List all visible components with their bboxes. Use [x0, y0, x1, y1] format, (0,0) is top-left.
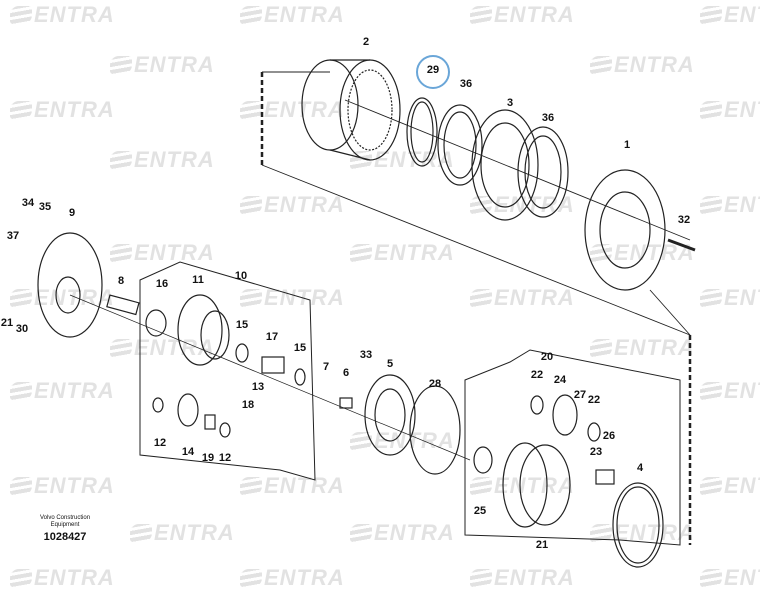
part-callout: 6	[342, 367, 350, 379]
part-8-shaft	[106, 294, 140, 316]
part-callout: 20	[540, 351, 554, 363]
watermark: ENTRA	[110, 147, 215, 173]
watermark: ENTRA	[700, 97, 760, 123]
watermark: ENTRA	[10, 378, 115, 404]
caption: Volvo Construction Equipment 1028427	[40, 515, 90, 543]
watermark: ENTRA	[350, 240, 455, 266]
watermark: ENTRA	[10, 97, 115, 123]
watermark: ENTRA	[350, 520, 455, 546]
watermark: ENTRA	[590, 52, 695, 78]
subassembly-20-box	[464, 349, 681, 546]
part-callout: 14	[181, 446, 195, 458]
part-callout: 32	[677, 214, 691, 226]
watermark: ENTRA	[10, 565, 115, 591]
watermark: ENTRA	[470, 2, 575, 28]
caption-line1: Volvo Construction	[40, 515, 91, 521]
watermark: ENTRA	[10, 2, 115, 28]
part-callout: 2	[362, 36, 370, 48]
watermark: ENTRA	[700, 285, 760, 311]
part-callout: 29	[426, 64, 440, 76]
part-callout: 15	[235, 319, 249, 331]
part-callout: 36	[541, 112, 555, 124]
watermark: ENTRA	[240, 97, 345, 123]
watermark: ENTRA	[240, 2, 345, 28]
watermark: ENTRA	[700, 473, 760, 499]
part-callout: 22	[530, 369, 544, 381]
watermark: ENTRA	[700, 565, 760, 591]
part-callout: 30	[15, 323, 29, 335]
part-callout: 25	[473, 505, 487, 517]
part-callout: 12	[153, 437, 167, 449]
part-callout: 9	[68, 207, 76, 219]
part-14-gear	[177, 393, 199, 427]
part-32-bolt	[667, 238, 696, 252]
watermark: ENTRA	[110, 240, 215, 266]
part-callout: 33	[359, 349, 373, 361]
part-callout: 24	[553, 374, 567, 386]
drawing-number: 1028427	[43, 531, 87, 543]
part-callout: 27	[573, 389, 587, 401]
watermark: ENTRA	[700, 192, 760, 218]
watermark: ENTRA	[240, 192, 345, 218]
watermark: ENTRA	[110, 52, 215, 78]
part-1-flange	[584, 169, 666, 291]
part-24-gear	[552, 394, 578, 436]
part-callout: 23	[589, 446, 603, 458]
part-callout: 17	[265, 331, 279, 343]
part-callout: 18	[241, 399, 255, 411]
part-2-housing	[301, 59, 401, 161]
part-callout: 1	[623, 139, 631, 151]
part-callout: 28	[428, 378, 442, 390]
watermark: ENTRA	[10, 473, 115, 499]
highlight-circle	[416, 55, 450, 89]
caption-line2: Equipment	[50, 522, 80, 528]
assembly-frame	[260, 72, 692, 545]
part-callout: 4	[636, 462, 644, 474]
watermark: ENTRA	[700, 378, 760, 404]
watermark: ENTRA	[590, 335, 695, 361]
part-9-cover	[37, 232, 103, 338]
part-callout: 19	[201, 452, 215, 464]
watermark: ENTRA	[110, 335, 215, 361]
part-callout: 7	[322, 361, 330, 373]
part-callout: 35	[38, 201, 52, 213]
watermark: ENTRA	[240, 285, 345, 311]
watermark: ENTRA	[470, 285, 575, 311]
subassembly-10-box	[139, 261, 316, 481]
watermark: ENTRA	[700, 2, 760, 28]
part-callout: 21	[535, 539, 549, 551]
part-36-seal	[437, 104, 483, 186]
part-callout: 3	[506, 97, 514, 109]
watermark: ENTRA	[240, 565, 345, 591]
part-callout: 10	[234, 270, 248, 282]
part-callout: 15	[293, 342, 307, 354]
part-callout: 36	[459, 78, 473, 90]
part-callout: 11	[192, 274, 204, 286]
part-29-ring	[406, 97, 438, 167]
part-callout: 12	[218, 452, 232, 464]
part-callout: 21	[0, 317, 14, 329]
watermark: ENTRA	[470, 565, 575, 591]
part-3-hub	[471, 109, 539, 221]
watermark: ENTRA	[10, 285, 115, 311]
part-callout: 13	[251, 381, 265, 393]
part-36-seal-b	[517, 126, 569, 218]
part-28-ring	[409, 385, 461, 475]
part-17-bearing	[261, 356, 285, 374]
watermark: ENTRA	[470, 473, 575, 499]
part-callout: 26	[602, 430, 616, 442]
part-callout: 22	[587, 394, 601, 406]
part-callout: 5	[386, 358, 394, 370]
part-callout: 37	[6, 230, 20, 242]
part-callout: 16	[155, 278, 169, 290]
part-11-carrier	[177, 294, 230, 366]
watermark: ENTRA	[130, 520, 235, 546]
part-5-plate	[364, 374, 416, 456]
part-4-ring	[612, 482, 664, 568]
part-callout: 8	[117, 275, 125, 287]
part-callout: 34	[21, 197, 35, 209]
part-21-carrier	[502, 442, 571, 528]
